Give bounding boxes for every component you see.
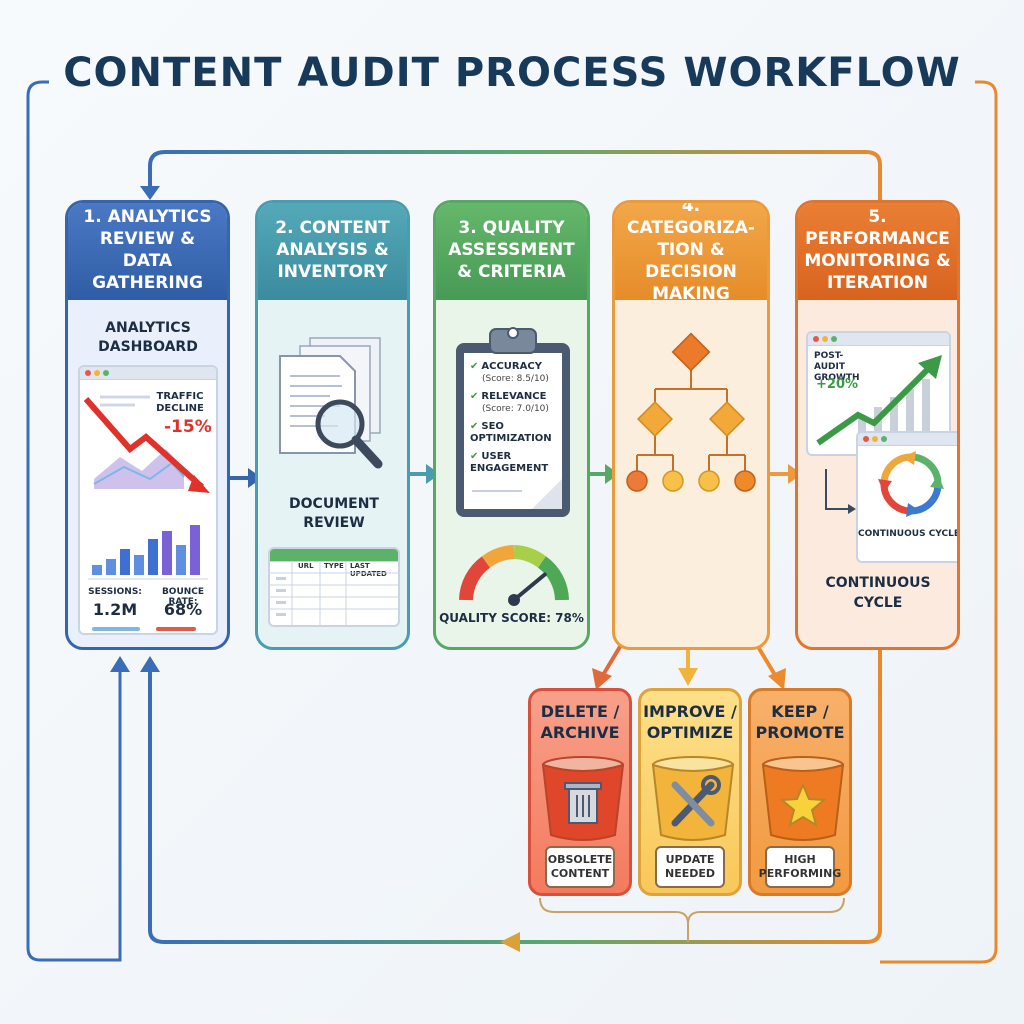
bounce-rate-label: BOUNCE RATE: — [161, 587, 205, 607]
cycle-arrows-icon — [878, 451, 944, 517]
document-review-heading: DOCUMENT REVIEW — [289, 496, 379, 531]
bounce-rate-value: 68% — [163, 600, 203, 619]
outcome-delete-label: OBSOLETE CONTENT — [545, 846, 615, 888]
criterion-accuracy: ✔ACCURACY(Score: 8.5/10) — [470, 361, 549, 384]
column-type: TYPE — [324, 562, 344, 570]
quality-gauge-icon — [459, 545, 569, 606]
criterion-engagement: ✔USER ENGAGEMENT — [470, 451, 549, 474]
trash-icon — [541, 756, 625, 841]
sessions-label: SESSIONS: — [88, 587, 142, 597]
criterion-relevance: ✔RELEVANCE(Score: 7.0/10) — [470, 391, 549, 414]
sessions-value: 1.2M — [92, 600, 138, 619]
continuous-cycle-heading: CONTINUOUS CYCLE — [825, 575, 931, 611]
tools-icon — [651, 756, 735, 841]
analytics-dashboard-heading: ANALYTICS DASHBOARD — [98, 320, 198, 355]
stage-quality: 3. QUALITY ASSESSMENT & CRITERIA ✔ACCURA… — [433, 200, 590, 650]
outcome-keep-title: KEEP / PROMOTE — [755, 702, 845, 742]
page-title: CONTENT AUDIT PROCESS WORKFLOW — [0, 50, 1024, 96]
stage-2-title: 2. CONTENT ANALYSIS & INVENTORY — [258, 203, 407, 300]
stage-3-title: 3. QUALITY ASSESSMENT & CRITERIA — [436, 203, 587, 300]
traffic-decline-value: -15% — [164, 417, 212, 437]
post-audit-growth-label: POST-AUDIT GROWTH — [814, 351, 860, 383]
outcome-delete-title: DELETE / ARCHIVE — [540, 702, 620, 742]
outcome-keep-card: KEEP / PROMOTE HIGH PERFORMING — [748, 688, 852, 896]
star-icon — [761, 756, 845, 841]
stage-inventory: 2. CONTENT ANALYSIS & INVENTORY DOCUMENT… — [255, 200, 410, 650]
post-audit-growth-value: +20% — [816, 377, 859, 392]
outcome-improve-card: IMPROVE / OPTIMIZE UPDATE NEEDED — [638, 688, 742, 896]
column-url: URL — [298, 562, 314, 570]
stage-1-title: 1. ANALYTICS REVIEW & DATA GATHERING — [68, 203, 227, 300]
stage-5-title: 5. PERFORMANCE MONITORING & ITERATION — [798, 203, 957, 300]
inventory-table: URL TYPE LAST UPDATED — [268, 547, 400, 627]
document-magnifier-icon — [279, 337, 383, 469]
stage-4-title: 4. CATEGORIZA-TION & DECISION MAKING — [615, 203, 767, 304]
cycle-small-label: CONTINUOUS CYCLE — [858, 529, 960, 539]
traffic-decline-label: TRAFFIC DECLINE — [156, 391, 204, 414]
outcome-delete-card: DELETE / ARCHIVE OBSOLETE CONTENT — [528, 688, 632, 896]
stage-decision: 4. CATEGORIZA-TION & DECISION MAKING — [612, 200, 770, 650]
decision-tree-icon — [626, 332, 756, 492]
outcome-improve-label: UPDATE NEEDED — [655, 846, 725, 888]
outcome-improve-title: IMPROVE / OPTIMIZE — [643, 702, 737, 742]
analytics-dashboard-window: TRAFFIC DECLINE -15% SESSIONS: 1.2M BOUN… — [78, 365, 218, 635]
stage-analytics: 1. ANALYTICS REVIEW & DATA GATHERING ANA… — [65, 200, 230, 650]
column-last-updated: LAST UPDATED — [350, 562, 387, 578]
analytics-charts — [83, 395, 210, 631]
criterion-seo: ✔SEO OPTIMIZATION — [470, 421, 552, 444]
stage-performance: 5. PERFORMANCE MONITORING & ITERATION PO… — [795, 200, 960, 650]
outcome-keep-label: HIGH PERFORMING — [759, 846, 841, 888]
quality-score-label: QUALITY SCORE: 78% — [439, 611, 584, 625]
clipboard-icon — [456, 327, 570, 517]
criteria-list: ✔ACCURACY(Score: 8.5/10) ✔RELEVANCE(Scor… — [470, 361, 566, 475]
cycle-window: CONTINUOUS CYCLE — [856, 431, 960, 563]
